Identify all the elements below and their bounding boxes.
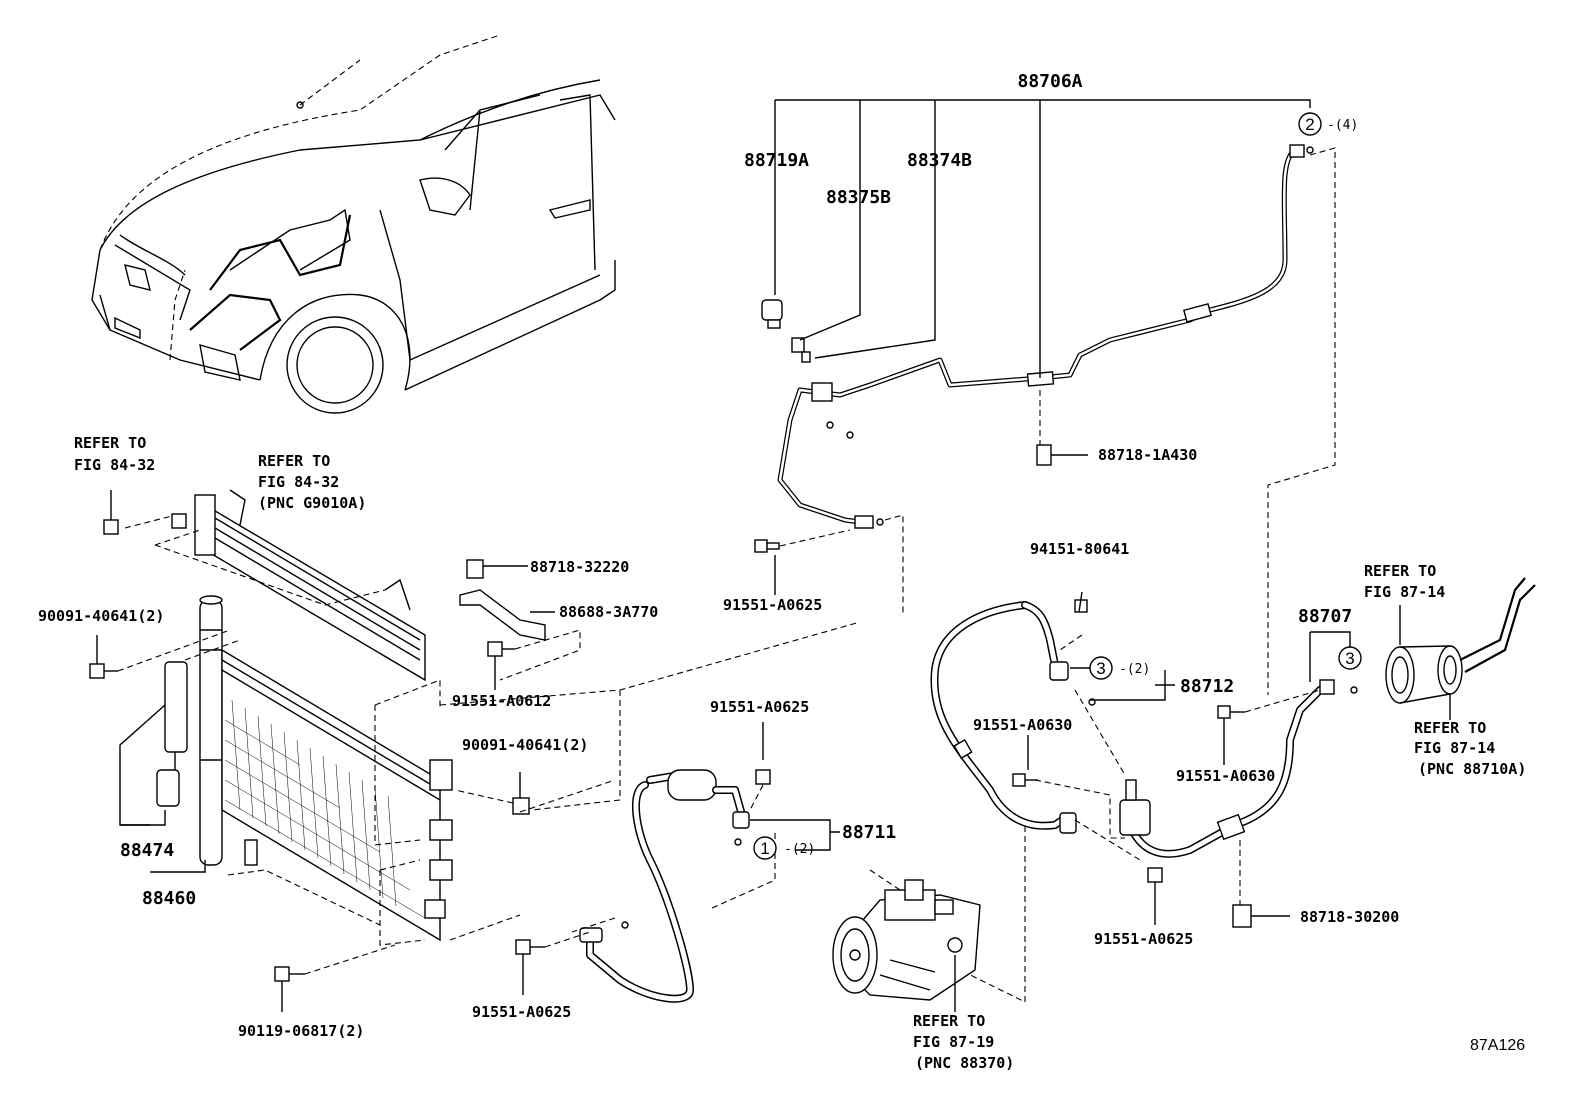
bolt-90091-40641-lower	[454, 772, 616, 815]
shaft-seal-part	[1385, 577, 1536, 720]
routing-dash-3	[1059, 634, 1126, 776]
ref-note-e: REFER TO FIG 87-19 (PNC 88370)	[913, 1012, 1014, 1072]
ref-d-line2: FIG 87-14	[1414, 739, 1495, 757]
callout-3a-number: 3	[1096, 659, 1105, 678]
label-91551-A0630-a: 91551-A0630	[973, 716, 1072, 734]
ref-note-c: REFER TO FIG 87-14	[1364, 562, 1445, 601]
label-91551-A0625-b: 91551-A0625	[1094, 930, 1193, 948]
bolt-91551-A0625-upper	[754, 514, 904, 615]
label-88474: 88474	[120, 840, 174, 861]
callout-3a-qty-value: (2)	[1127, 662, 1150, 677]
callout-1-number: 1	[760, 839, 769, 858]
ref-a-line1: REFER TO	[74, 434, 146, 452]
bracket-88688-3A770	[459, 559, 581, 690]
callout-3b-number: 3	[1345, 649, 1354, 668]
ref-d-line3: (PNC 88710A)	[1418, 760, 1526, 778]
label-91551-A0625-a: 91551-A0625	[723, 596, 822, 614]
callout-1-qty-value: (2)	[792, 842, 815, 857]
callout-3b: 3	[1338, 646, 1362, 670]
routing-dash-7	[531, 690, 621, 811]
label-88718-1A430: 88718-1A430	[1098, 446, 1197, 464]
ref-b-line1: REFER TO	[258, 452, 330, 470]
label-88712: 88712	[1180, 676, 1234, 697]
label-88375B: 88375B	[826, 187, 891, 208]
bolt-91551-A0625-center	[749, 722, 771, 811]
bolt-91551-A0625-bottom	[515, 931, 591, 995]
suction-hose-88712	[930, 591, 1088, 834]
leader-88711	[750, 819, 840, 851]
suction-hose-88707	[1119, 679, 1335, 905]
ref-c-line2: FIG 87-14	[1364, 583, 1445, 601]
vehicle-illustration	[91, 34, 616, 414]
callout-3a-qty: -(2)	[1119, 662, 1150, 677]
bolt-90119-06817	[274, 944, 396, 1012]
ref-b-line2: FIG 84-32	[258, 473, 339, 491]
clamp-88718-30200	[1232, 904, 1290, 928]
callout-3a: 3 -(2)	[1089, 656, 1150, 680]
bolt-91551-A0630-right	[1217, 689, 1321, 765]
ref-e-line1: REFER TO	[913, 1012, 985, 1030]
leaders-88712-88707	[1070, 631, 1351, 701]
ref-b-line3: (PNC G9010A)	[258, 494, 366, 512]
label-88688-3A770: 88688-3A770	[559, 603, 658, 621]
bolt-upper-ref	[103, 490, 119, 535]
condenser-assembly	[124, 489, 521, 946]
o-ring	[1088, 698, 1096, 706]
label-91551-A0630-b: 91551-A0630	[1176, 767, 1275, 785]
callout-1: 1 -(2)	[753, 836, 815, 860]
routing-dash-1	[1267, 147, 1336, 695]
figure-code: 87A126	[1470, 1037, 1525, 1054]
callout-2-qty-value: (4)	[1335, 118, 1358, 133]
leaders-88706A	[774, 99, 1311, 445]
label-90091-40641-b: 90091-40641(2)	[462, 736, 588, 754]
label-94151-80641: 94151-80641	[1030, 540, 1129, 558]
discharge-pipe-88706A	[777, 144, 1314, 529]
bolt-90091-40641-upper	[89, 629, 231, 679]
leaders-88474-88460	[119, 704, 206, 873]
label-88718-32220: 88718-32220	[530, 558, 629, 576]
label-88707: 88707	[1298, 606, 1352, 627]
label-91551-A0625-d: 91551-A0625	[472, 1003, 571, 1021]
routing-dash-5	[1074, 819, 1141, 861]
o-ring	[1350, 686, 1358, 694]
discharge-hose-88711	[571, 769, 776, 1003]
ac-compressor	[832, 869, 981, 1012]
ref-c-line1: REFER TO	[1364, 562, 1436, 580]
callout-2-qty: -(4)	[1327, 118, 1358, 133]
label-88374B: 88374B	[907, 150, 972, 171]
label-91551-A0625-c: 91551-A0625	[710, 698, 809, 716]
clamp-88718-1A430	[1036, 444, 1088, 466]
ref-e-line2: FIG 87-19	[913, 1033, 994, 1051]
label-90091-40641-a: 90091-40641(2)	[38, 607, 164, 625]
pressure-switch-88719A	[761, 299, 811, 363]
ref-a-line2: FIG 84-32	[74, 456, 155, 474]
label-88706A: 88706A	[1017, 71, 1082, 92]
condenser-fin-grid	[224, 699, 426, 919]
callout-1-qty: -(2)	[784, 842, 815, 857]
label-88718-30200: 88718-30200	[1300, 908, 1399, 926]
callout-2: 2 -(4)	[1298, 112, 1358, 136]
ref-note-b: REFER TO FIG 84-32 (PNC G9010A)	[258, 452, 366, 512]
ref-d-line1: REFER TO	[1414, 719, 1486, 737]
ref-note-a: REFER TO FIG 84-32	[74, 434, 155, 474]
ref-e-line3: (PNC 88370)	[915, 1054, 1014, 1072]
routing-dash-2	[939, 826, 1026, 1003]
callout-2-number: 2	[1305, 115, 1314, 134]
label-88460: 88460	[142, 888, 196, 909]
label-90119-06817: 90119-06817(2)	[238, 1022, 364, 1040]
label-88711: 88711	[842, 822, 896, 843]
bolt-91551-A0630-left	[1012, 735, 1038, 787]
ref-note-d: REFER TO FIG 87-14 (PNC 88710A)	[1414, 719, 1526, 778]
bolt-91551-A0625-lower-right	[1147, 867, 1163, 925]
label-88719A: 88719A	[744, 150, 809, 171]
label-91551-A0612: 91551-A0612	[452, 692, 551, 710]
